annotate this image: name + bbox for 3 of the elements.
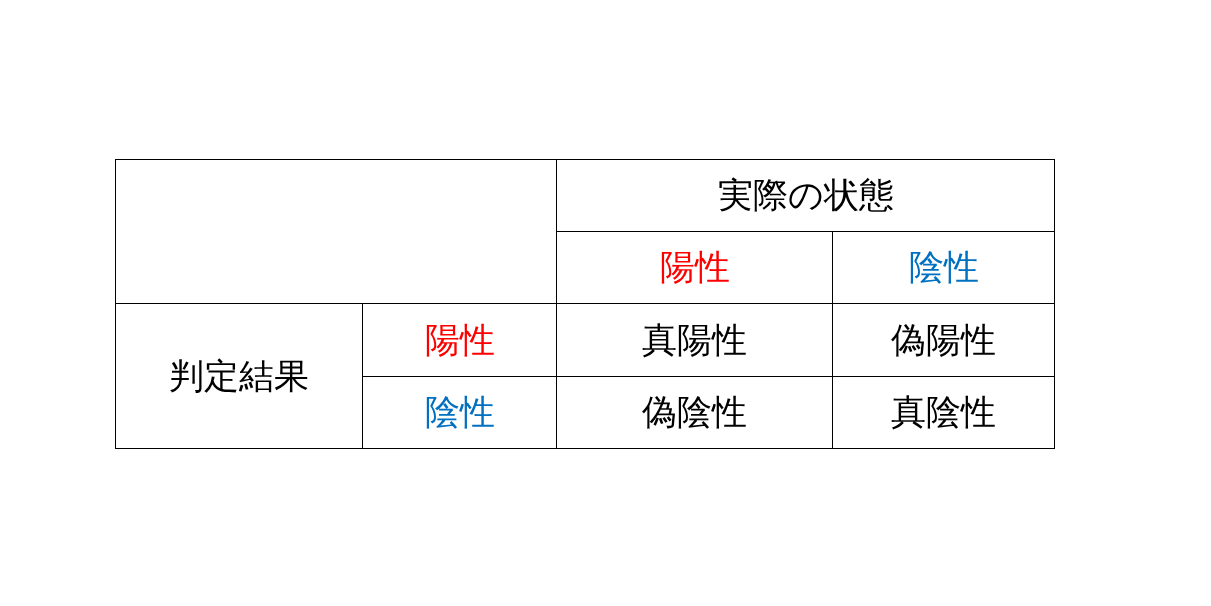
value-cell: 真陰性 [832, 376, 1055, 449]
column-header-cell: 実際の状態 [556, 159, 1055, 232]
row-header-cell: 判定結果 [115, 303, 363, 449]
